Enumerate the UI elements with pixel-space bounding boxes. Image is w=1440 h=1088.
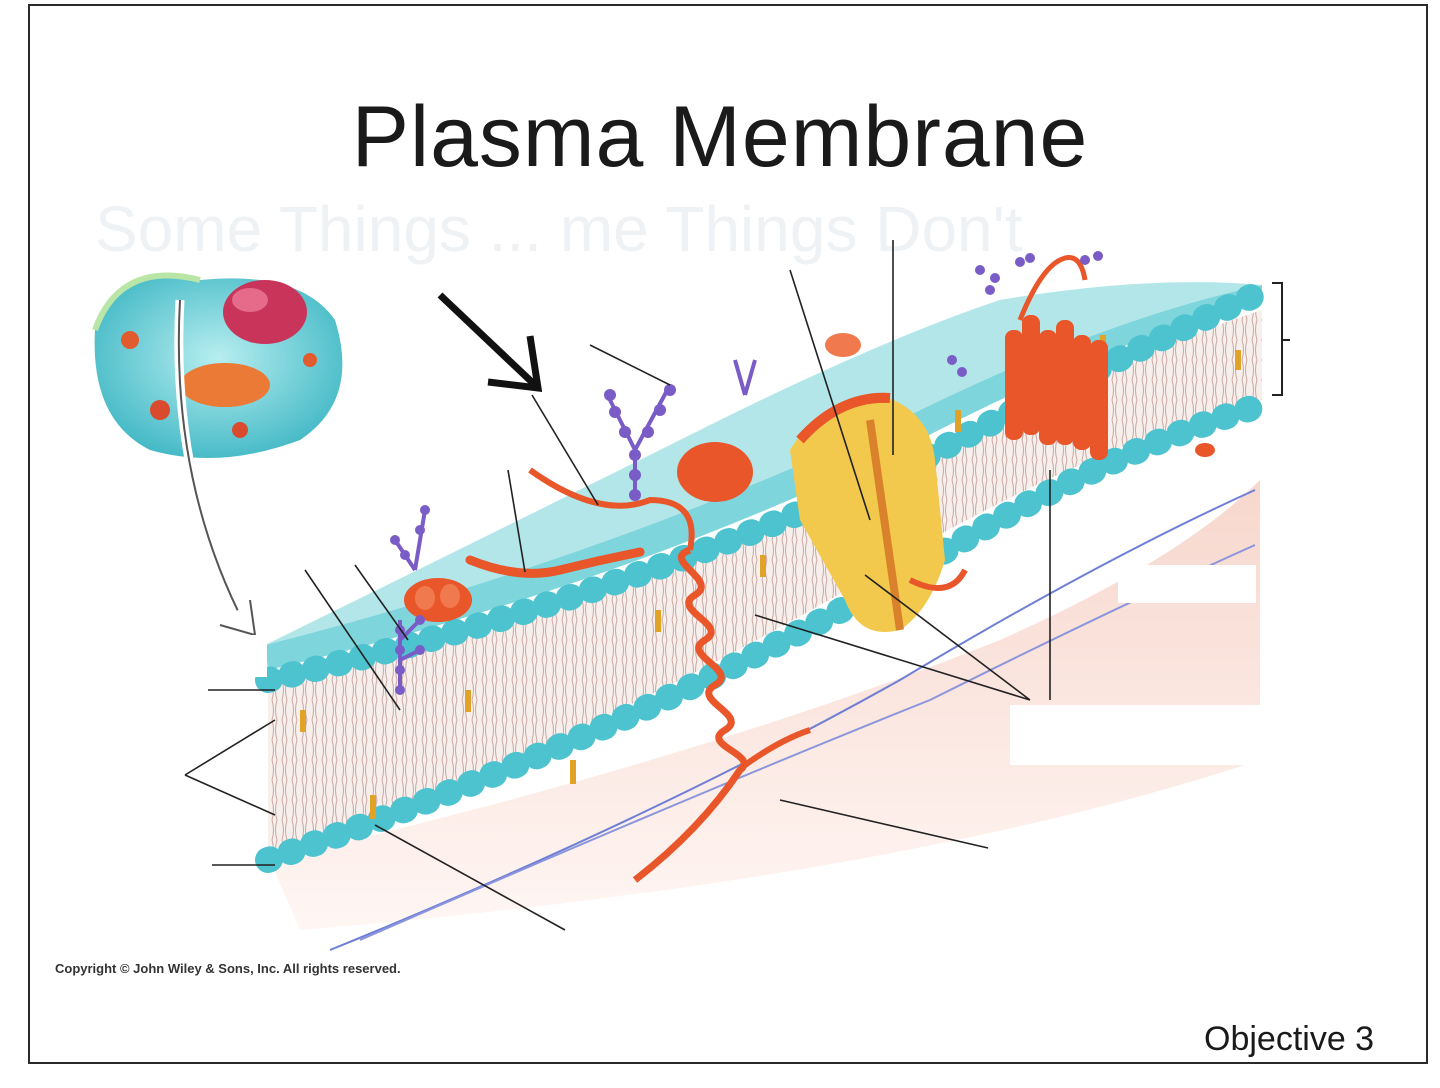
cytoskeleton-filament	[329, 489, 1256, 951]
receptor-glycans	[947, 251, 1103, 377]
membrane-top-plane	[265, 282, 1262, 645]
slide-title: Plasma Membrane	[351, 89, 1089, 185]
label-blank-box	[1010, 705, 1260, 765]
glycoprotein-left	[390, 505, 472, 695]
label-leader-lines	[184, 240, 1051, 931]
peripheral-protein-strand	[465, 547, 645, 578]
transmembrane-helix-protein	[528, 442, 811, 883]
slide-border	[28, 4, 1428, 1064]
label-blank-box	[1118, 565, 1256, 603]
copyright-notice: Copyright © John Wiley & Sons, Inc. All …	[55, 961, 401, 976]
receptor-protein	[1005, 255, 1215, 460]
ghost-background-text: Some Things ... me Things Don't	[95, 193, 1023, 265]
bracket-icon	[1272, 282, 1290, 396]
cell-thumbnail	[92, 272, 343, 458]
cytoplasm	[270, 480, 1260, 930]
lipid-tail-region	[268, 310, 1262, 860]
pointer-arrow-icon	[437, 292, 543, 393]
glycolipid-glycan	[604, 359, 757, 501]
label-blank-box	[205, 635, 267, 677]
objective-label: Objective 3	[1204, 1020, 1375, 1058]
